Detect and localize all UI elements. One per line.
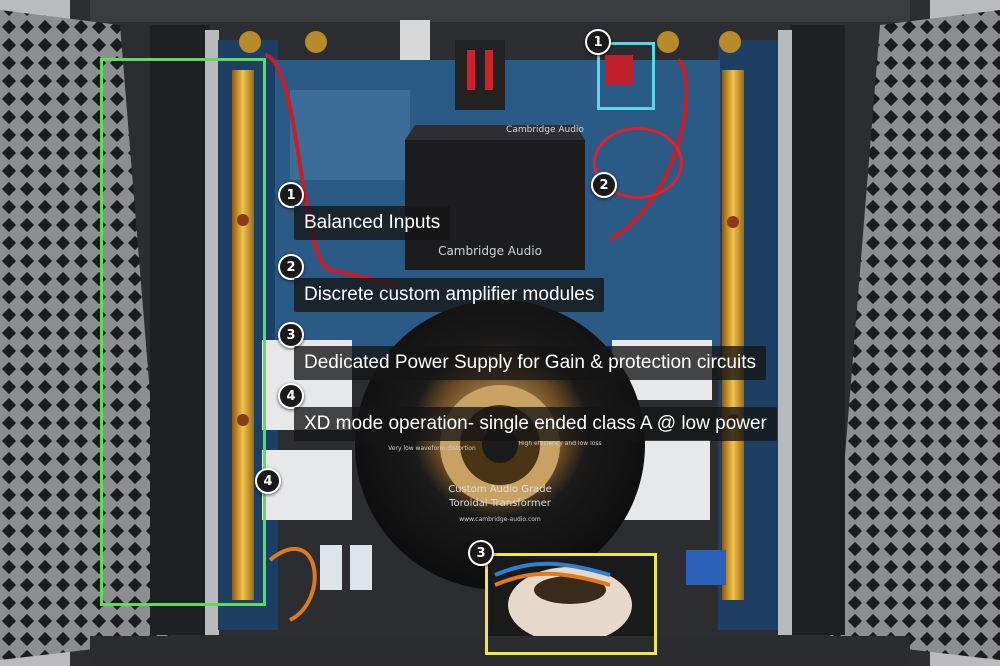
waveform-left-text: Very low waveform distortion bbox=[388, 445, 476, 452]
waveform-right-text: High efficiency and low loss bbox=[518, 440, 601, 447]
highlight-box-green bbox=[100, 58, 266, 606]
marker-2: 2 bbox=[591, 172, 617, 198]
legend-label-balanced-inputs: Balanced Inputs bbox=[294, 206, 451, 240]
legend-item-4: 4 XD mode operation- single ended class … bbox=[278, 383, 777, 441]
highlight-ellipse-red bbox=[593, 127, 683, 199]
highlight-box-cyan bbox=[597, 42, 655, 110]
legend-number-1: 1 bbox=[278, 182, 304, 208]
legend-label-power-supply: Dedicated Power Supply for Gain & protec… bbox=[294, 346, 766, 380]
marker-1: 1 bbox=[585, 29, 611, 55]
transformer-label-1: Custom Audio Grade bbox=[448, 484, 552, 495]
transformer-label-2: Toroidal Transformer bbox=[448, 498, 552, 509]
legend-number-2: 2 bbox=[278, 254, 304, 280]
board-brand: Cambridge Audio bbox=[506, 125, 584, 135]
highlight-box-yellow bbox=[485, 553, 657, 655]
legend-item-3: 3 Dedicated Power Supply for Gain & prot… bbox=[278, 322, 766, 380]
legend-number-4: 4 bbox=[278, 383, 304, 409]
legend-label-amplifier-modules: Discrete custom amplifier modules bbox=[294, 278, 605, 312]
legend-label-xd-mode: XD mode operation- single ended class A … bbox=[294, 407, 777, 441]
cover-brand: Cambridge Audio bbox=[438, 244, 542, 258]
marker-4: 4 bbox=[255, 468, 281, 494]
legend-item-1: 1 Balanced Inputs bbox=[278, 182, 451, 240]
transformer-url: www.cambridge-audio.com bbox=[459, 516, 541, 523]
legend-number-3: 3 bbox=[278, 322, 304, 348]
marker-3: 3 bbox=[468, 540, 494, 566]
legend-item-2: 2 Discrete custom amplifier modules bbox=[278, 254, 605, 312]
